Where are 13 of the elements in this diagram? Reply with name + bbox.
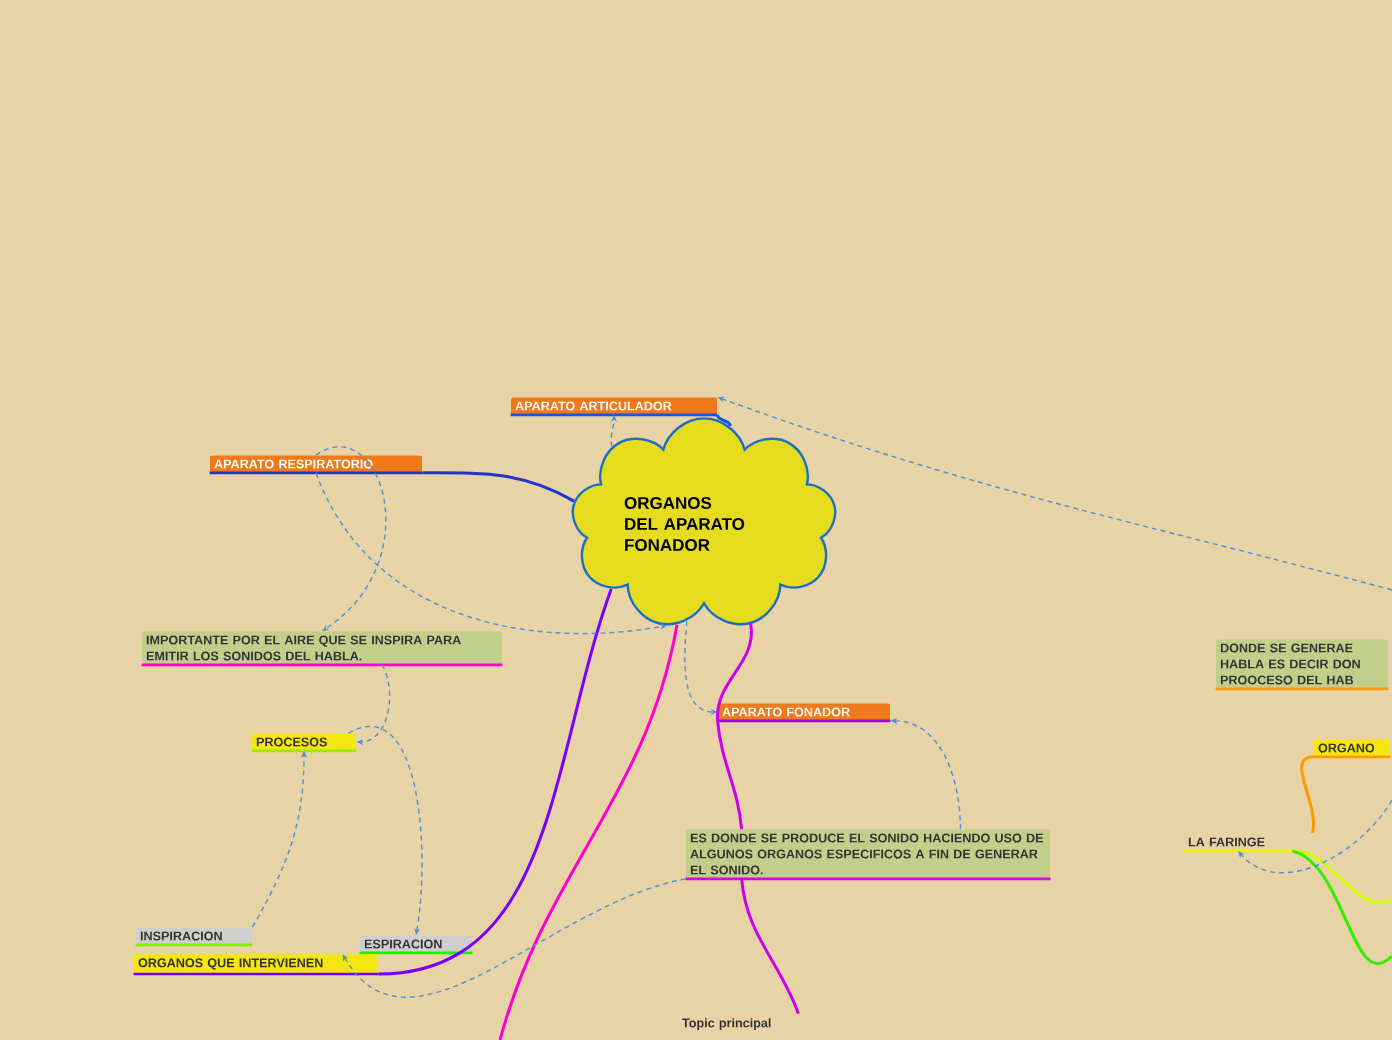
dashed-connector (342, 878, 687, 998)
branch-line (1300, 755, 1315, 834)
branch-line (716, 414, 732, 427)
branch-line (740, 878, 800, 1015)
dashed-connector (1238, 799, 1392, 874)
branch-line (716, 720, 744, 830)
branch-line (498, 624, 679, 1040)
topic-cloud: ORGANOS DEL APARATO FONADOR (571, 417, 837, 626)
branch-line (1292, 849, 1392, 904)
branch-line (716, 624, 753, 721)
branch-line (422, 471, 575, 503)
branch-line (378, 588, 613, 976)
branch-line (1291, 849, 1392, 965)
